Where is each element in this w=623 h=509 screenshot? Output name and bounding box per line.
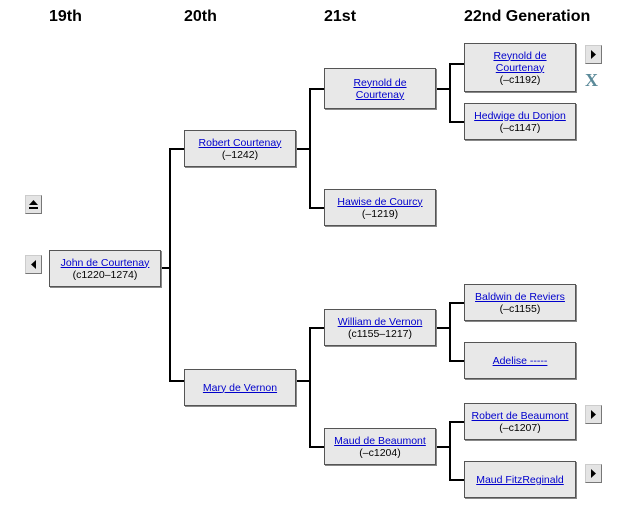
person-link-robert-courtenay[interactable]: Robert Courtenay (198, 136, 282, 149)
person-link-hedwige-du-donjon[interactable]: Hedwige du Donjon (474, 109, 566, 122)
person-link-reynold-de-courtenay-22[interactable]: Reynold de Courtenay (493, 49, 547, 74)
person-box-hedwige-du-donjon: Hedwige du Donjon (–c1147) (464, 103, 576, 140)
person-box-robert-de-beaumont: Robert de Beaumont (–c1207) (464, 403, 576, 440)
arrow-right-icon (591, 50, 596, 59)
person-link-hawise-de-courcy[interactable]: Hawise de Courcy (337, 195, 423, 208)
arrow-left-icon (31, 260, 36, 269)
header-gen-20: 20th (184, 8, 217, 25)
person-dates: (–c1147) (499, 121, 541, 134)
person-link-reynold-de-courtenay-21[interactable]: Reynold de Courtenay (353, 76, 407, 101)
header-gen-21: 21st (324, 8, 357, 25)
person-link-john-de-courtenay[interactable]: John de Courtenay (60, 256, 150, 269)
person-box-hawise-de-courcy: Hawise de Courcy (–1219) (324, 189, 436, 226)
navigate-up-button[interactable] (25, 195, 42, 214)
person-box-john-de-courtenay: John de Courtenay (c1220–1274) (49, 250, 161, 287)
expand-robert-de-beaumont-button[interactable] (585, 405, 602, 424)
person-link-adelise[interactable]: Adelise ----- (492, 354, 548, 367)
person-dates: (–c1192) (499, 73, 541, 86)
person-link-mary-de-vernon[interactable]: Mary de Vernon (202, 381, 278, 394)
person-box-adelise: Adelise ----- (464, 342, 576, 379)
arrow-right-icon (591, 410, 596, 419)
person-link-maud-fitzreginald[interactable]: Maud FitzReginald (476, 473, 564, 486)
person-dates: (–c1155) (499, 302, 541, 315)
person-box-baldwin-de-reviers: Baldwin de Reviers (–c1155) (464, 284, 576, 321)
person-box-maud-fitzreginald: Maud FitzReginald (464, 461, 576, 498)
expand-reynold-de-courtenay-button[interactable] (585, 45, 602, 64)
person-box-reynold-de-courtenay-22: Reynold de Courtenay (–c1192) (464, 43, 576, 92)
person-dates: (c1220–1274) (72, 268, 138, 281)
arrow-right-icon (591, 469, 596, 478)
person-link-william-de-vernon[interactable]: William de Vernon (337, 315, 423, 328)
person-link-maud-de-beaumont[interactable]: Maud de Beaumont (334, 434, 426, 447)
person-box-maud-de-beaumont: Maud de Beaumont (–c1204) (324, 428, 436, 465)
person-dates: (–1219) (361, 207, 399, 220)
person-box-robert-courtenay: Robert Courtenay (–1242) (184, 130, 296, 167)
person-dates: (c1155–1217) (347, 327, 413, 340)
person-dates: (–c1207) (499, 421, 541, 434)
navigate-child-button[interactable] (25, 255, 42, 274)
person-dates: (–c1204) (359, 446, 401, 459)
person-box-mary-de-vernon: Mary de Vernon (184, 369, 296, 406)
person-box-william-de-vernon: William de Vernon (c1155–1217) (324, 309, 436, 346)
eject-up-icon (29, 200, 38, 209)
header-gen-22: 22nd Generation (464, 8, 591, 25)
header-gen-19: 19th (49, 8, 82, 25)
person-dates: (–1242) (221, 148, 259, 161)
close-icon[interactable]: X (585, 70, 598, 90)
person-link-robert-de-beaumont[interactable]: Robert de Beaumont (471, 409, 569, 422)
person-link-baldwin-de-reviers[interactable]: Baldwin de Reviers (475, 290, 565, 303)
expand-maud-fitzreginald-button[interactable] (585, 464, 602, 483)
person-box-reynold-de-courtenay-21: Reynold de Courtenay (324, 68, 436, 109)
